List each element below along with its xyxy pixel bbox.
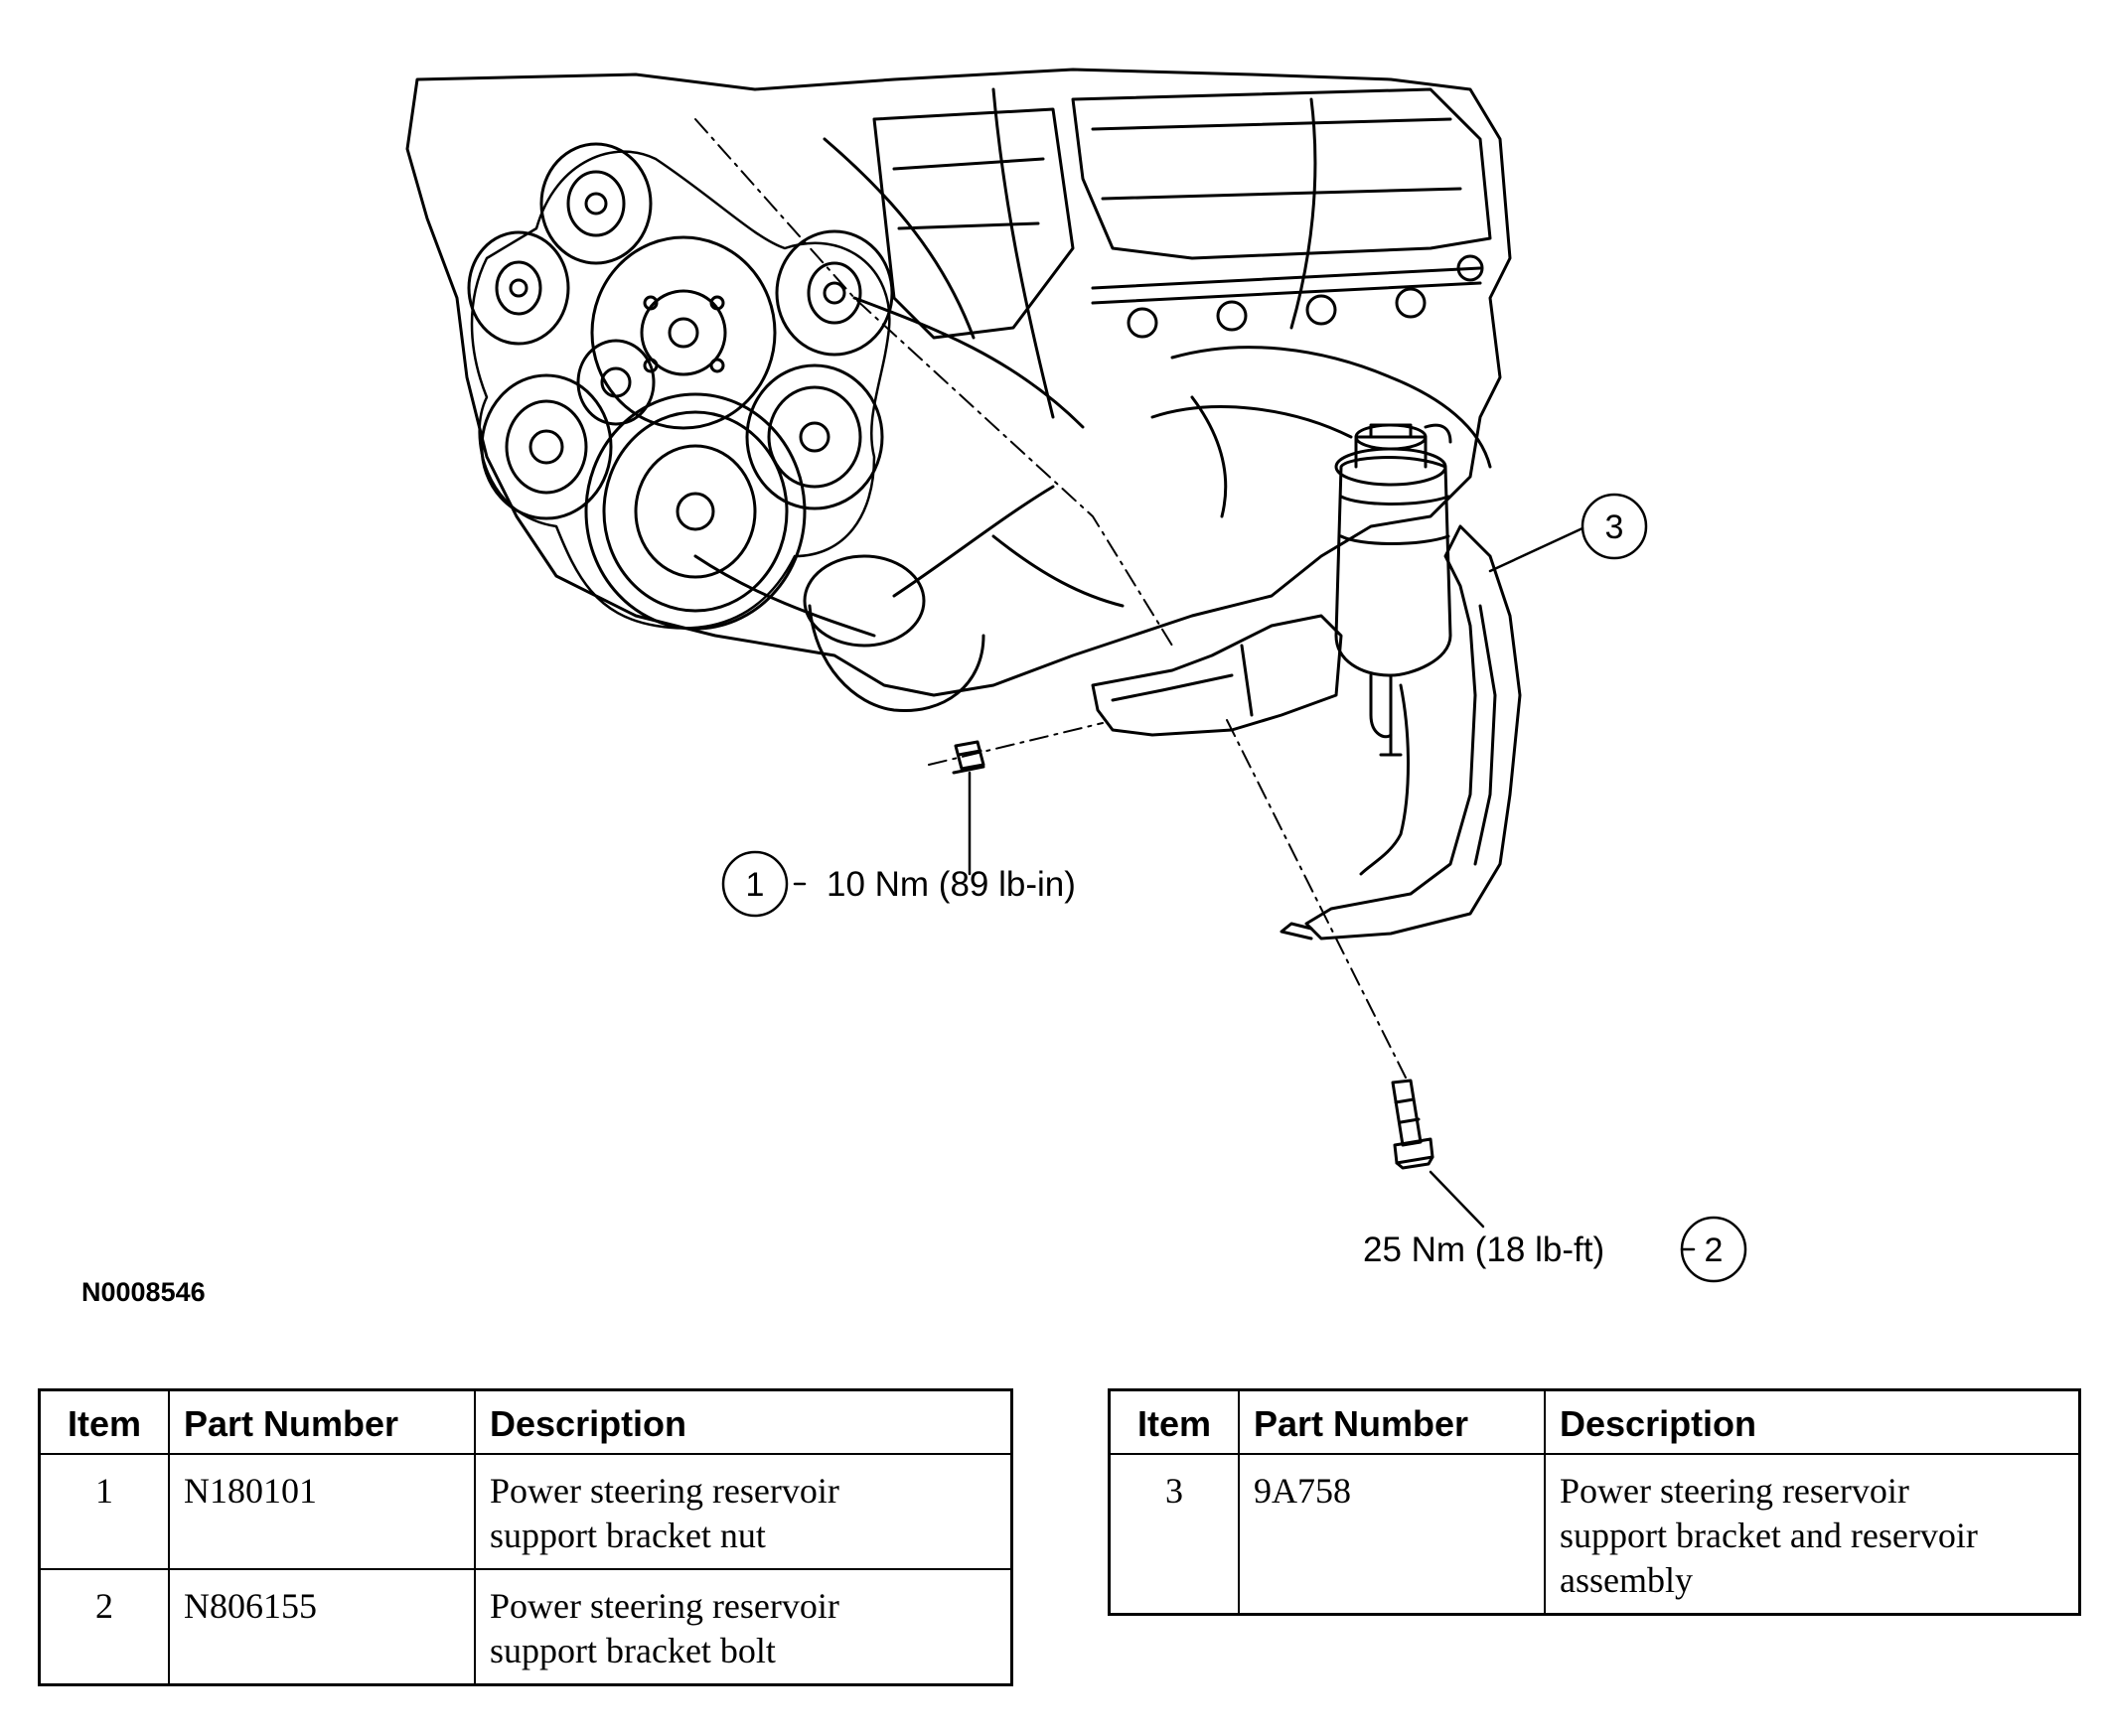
cell-part-number: 9A758 (1238, 1453, 1546, 1616)
description-line: support bracket and reservoir (1560, 1516, 1978, 1555)
cell-description: Power steering reservoir support bracket… (474, 1453, 1013, 1570)
description-line: assembly (1560, 1560, 1693, 1600)
header-description: Description (1544, 1388, 2081, 1455)
centerlines (694, 118, 1407, 1079)
callout-number-2: 2 (1705, 1231, 1724, 1269)
cell-part-number: N806155 (168, 1568, 476, 1686)
table-header-row: Item Part Number Description (38, 1388, 1013, 1455)
header-item: Item (1108, 1388, 1240, 1455)
cell-part-number: N180101 (168, 1453, 476, 1570)
accessory-drive-pulleys (467, 142, 985, 713)
cell-item: 3 (1108, 1453, 1240, 1616)
nut-fastener (952, 740, 985, 775)
torque-spec-2: 25 Nm (18 lb-ft) (1363, 1230, 1604, 1269)
description-line: support bracket bolt (490, 1631, 776, 1670)
description-line: Power steering reservoir (490, 1586, 839, 1626)
leader-lines (793, 526, 1696, 1251)
callout-number-1: 1 (746, 866, 765, 904)
bolt-fastener (1391, 1079, 1434, 1170)
header-item: Item (38, 1388, 170, 1455)
table-header-row: Item Part Number Description (1108, 1388, 2081, 1455)
torque-spec-1: 10 Nm (89 lb-in) (827, 865, 1076, 904)
description-line: support bracket nut (490, 1516, 766, 1555)
callout-circle-2 (1680, 1216, 1747, 1283)
callout-circle-3 (1581, 493, 1648, 560)
description-line: Power steering reservoir (490, 1471, 839, 1511)
description-line: Power steering reservoir (1560, 1471, 1909, 1511)
cell-description: Power steering reservoir support bracket… (474, 1568, 1013, 1686)
figure-id: N0008546 (81, 1277, 206, 1307)
table-row: 3 9A758 Power steering reservoir support… (1108, 1453, 2081, 1616)
table-row: 1 N180101 Power steering reservoir suppo… (38, 1453, 1013, 1570)
cell-description: Power steering reservoir support bracket… (1544, 1453, 2081, 1616)
parts-table-right: Item Part Number Description 3 9A758 Pow… (1108, 1388, 2081, 1616)
parts-table-left: Item Part Number Description 1 N180101 P… (38, 1388, 1013, 1686)
header-part-number: Part Number (1238, 1388, 1546, 1455)
header-description: Description (474, 1388, 1013, 1455)
table-row: 2 N806155 Power steering reservoir suppo… (38, 1568, 1013, 1686)
power-steering-reservoir (1334, 423, 1452, 757)
reservoir-support-bracket (1091, 524, 1522, 940)
cell-item: 2 (38, 1568, 170, 1686)
cell-item: 1 (38, 1453, 170, 1570)
header-part-number: Part Number (168, 1388, 476, 1455)
callout-circle-1 (721, 850, 789, 918)
callout-number-3: 3 (1605, 508, 1624, 546)
